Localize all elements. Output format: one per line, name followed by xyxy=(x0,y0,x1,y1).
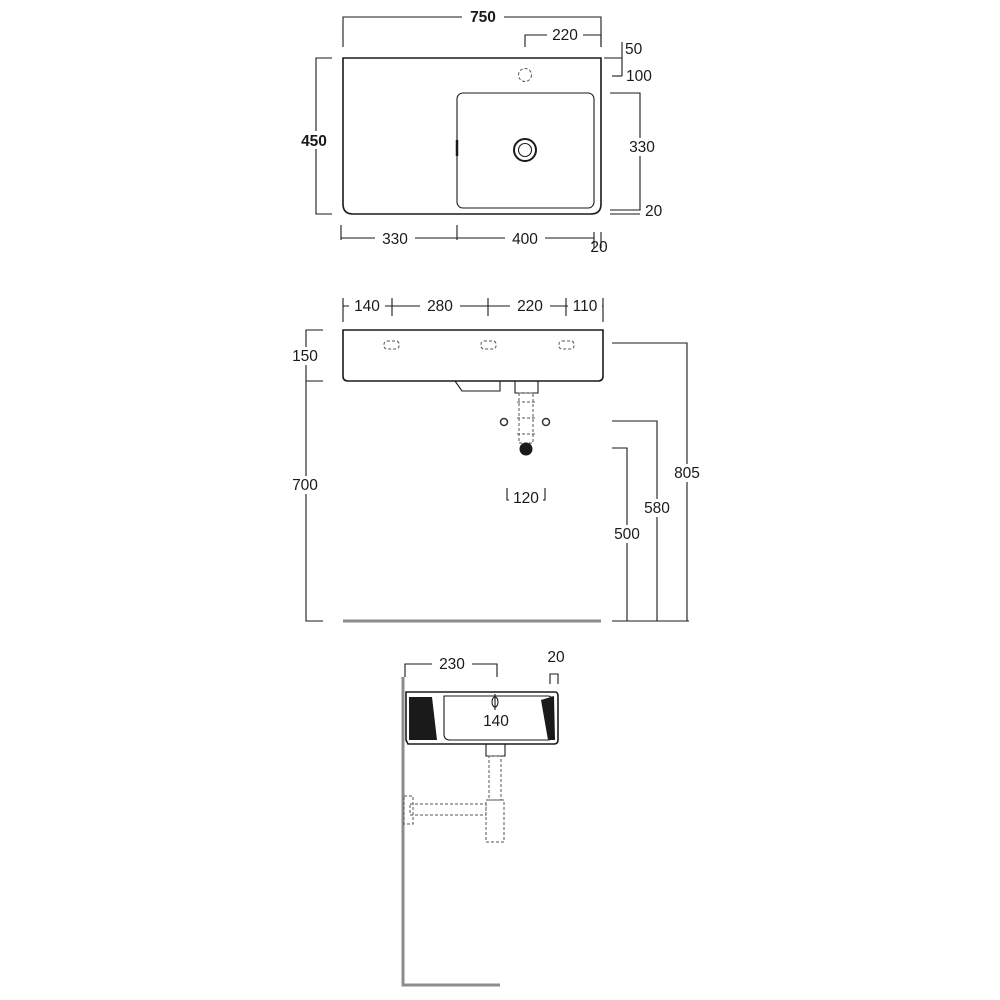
dim-line-500 xyxy=(612,447,628,621)
dim-220-front: 220 xyxy=(517,298,543,315)
front-hole-2 xyxy=(480,340,497,350)
dim-220-top: 220 xyxy=(552,27,578,44)
side-shelf-section xyxy=(409,697,437,740)
dim-150: 150 xyxy=(292,348,318,365)
side-wall-floor xyxy=(401,677,500,987)
side-trap-body xyxy=(485,799,505,843)
top-drain-inner xyxy=(517,142,533,158)
dim-805: 805 xyxy=(674,465,700,482)
side-trap-upper xyxy=(488,755,502,801)
dim-330-bottom: 330 xyxy=(382,231,408,248)
dim-line-left-front xyxy=(305,329,323,622)
front-hole-3 xyxy=(558,340,575,350)
dim-580: 580 xyxy=(644,500,670,517)
side-rim-section xyxy=(541,696,555,740)
dim-line-20-side xyxy=(549,673,559,684)
side-basin-outline xyxy=(405,691,559,745)
side-waste-outlet xyxy=(485,744,506,757)
top-bowl-outline xyxy=(456,92,595,209)
dim-230: 230 xyxy=(439,656,465,673)
dim-50: 50 xyxy=(625,41,643,58)
dim-140-front: 140 xyxy=(354,298,380,315)
dim-450: 450 xyxy=(301,133,327,150)
top-tap-hole xyxy=(518,68,532,82)
dim-20-bottom: 20 xyxy=(590,239,608,256)
dim-line-805 xyxy=(612,342,688,621)
dim-750: 750 xyxy=(470,9,496,26)
dim-400: 400 xyxy=(512,231,538,248)
front-trap-pipe xyxy=(518,392,534,444)
dim-line-580 xyxy=(612,420,658,621)
side-trap-arm xyxy=(409,803,487,816)
dim-330-right: 330 xyxy=(629,139,655,156)
top-basin-outline xyxy=(342,57,602,215)
side-trap-wall-flange xyxy=(403,795,414,825)
dim-500: 500 xyxy=(614,526,640,543)
front-bolt-left xyxy=(499,417,509,427)
front-waste-pipe xyxy=(519,442,533,456)
front-hole-1 xyxy=(383,340,400,350)
dim-20-side: 20 xyxy=(547,649,565,666)
dim-280: 280 xyxy=(427,298,453,315)
top-view: 750 220 50 100 330 20 450 330 400 20 xyxy=(296,8,663,256)
dim-140-side: 140 xyxy=(483,713,509,730)
front-basin-outline xyxy=(342,329,604,382)
dim-100: 100 xyxy=(626,68,652,85)
dim-20-right: 20 xyxy=(645,203,663,220)
front-bolt-right xyxy=(541,417,551,427)
front-view: 120 140 280 220 110 150 700 805 580 xyxy=(286,297,706,623)
dim-120: 120 xyxy=(513,490,539,507)
front-shelf-underside xyxy=(454,380,501,392)
top-drain-outer xyxy=(513,138,537,162)
front-waste-outlet xyxy=(514,381,539,394)
dim-110: 110 xyxy=(573,298,598,315)
dim-700: 700 xyxy=(292,477,318,494)
side-view: 230 20 140 xyxy=(401,649,565,987)
